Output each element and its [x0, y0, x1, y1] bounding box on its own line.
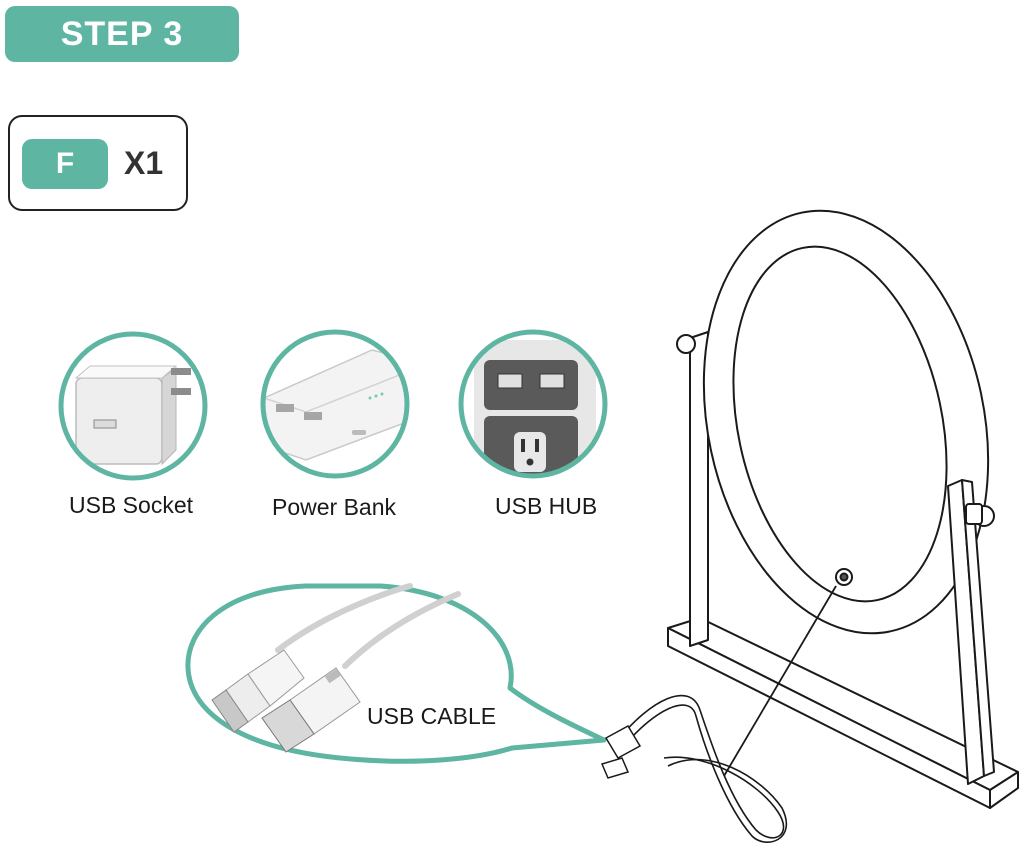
part-letter: F: [55, 147, 75, 180]
step-label: STEP 3: [60, 14, 184, 53]
usb-hub-outlet-icon: [458, 329, 608, 479]
part-quantity: X1: [124, 145, 164, 181]
usb-hub-label: USB HUB: [495, 493, 598, 519]
usb-cable-label: USB CABLE: [367, 703, 497, 729]
part-quantity-box: F X1: [8, 115, 188, 211]
vanity-mirror-icon: [667, 209, 1019, 809]
part-letter-badge: F: [22, 139, 108, 189]
usb-wall-adapter-icon: [58, 331, 208, 481]
usb-socket-label: USB Socket: [69, 492, 193, 518]
usb-cable-icon: [185, 583, 607, 764]
step-badge: STEP 3: [5, 6, 239, 62]
cable-connection: [600, 585, 837, 843]
power-bank-icon: [260, 329, 410, 479]
usb-a-plug-icon: [261, 667, 361, 753]
dc-plug-icon: [211, 649, 305, 733]
power-bank-label: Power Bank: [272, 494, 397, 520]
